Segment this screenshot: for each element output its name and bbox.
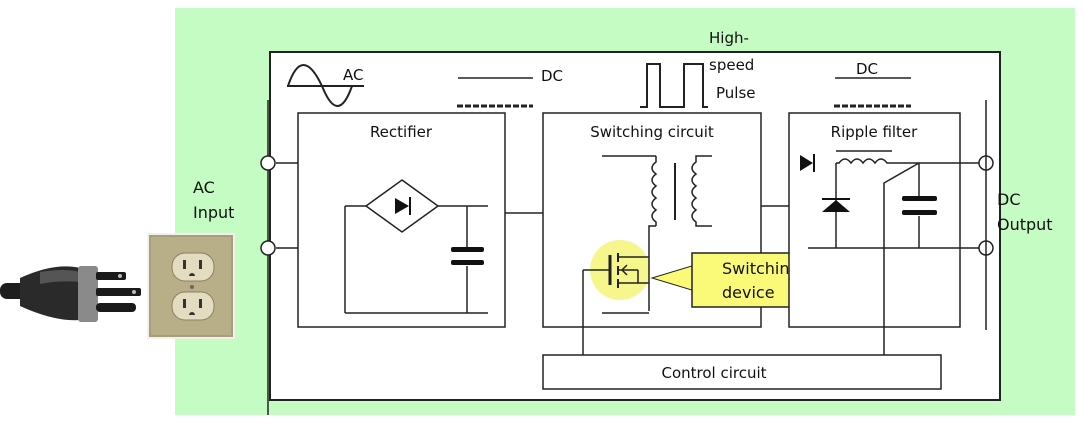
dc-waveform-icon (457, 77, 533, 108)
ac-waveform-icon (287, 64, 364, 107)
filter-capacitor-icon (902, 196, 937, 215)
dc-filtered-waveform-icon (834, 77, 911, 108)
ac-input-terminal-top (260, 155, 276, 171)
filter-diode-series-icon (800, 154, 815, 172)
dc-output-label-line2: Output (997, 215, 1053, 234)
ripple-filter-label: Ripple filter (831, 123, 919, 141)
switching-device-label-line1: Switching (722, 259, 800, 278)
dc-mid-label: DC (541, 67, 563, 85)
switching-circuit-label: Switching circuit (590, 123, 714, 141)
switching-device-label-line2: device (722, 283, 775, 302)
pulse-label-line2: speed (709, 56, 754, 74)
rectifier-circuit (344, 179, 488, 314)
power-plug-photo (0, 266, 141, 322)
ac-input-label-line1: AC (193, 178, 215, 197)
rectifier-capacitor-icon (451, 247, 484, 265)
rectifier-block (297, 112, 506, 328)
wall-outlet-photo (147, 233, 235, 339)
pulse-label-line1: High- (709, 29, 749, 47)
control-circuit-block (542, 354, 942, 390)
ac-input-terminal-bottom (260, 240, 276, 256)
ripple-filter-block (788, 112, 961, 328)
filter-diode-shunt-icon (822, 198, 850, 212)
bridge-diode-icon (395, 197, 411, 215)
control-circuit-label: Control circuit (661, 364, 766, 382)
ac-input-label-line2: Input (193, 203, 234, 222)
mosfet-icon (582, 253, 649, 355)
rectifier-label: Rectifier (370, 123, 433, 141)
pulse-waveform-icon (640, 63, 708, 108)
pulse-label-line3: Pulse (716, 84, 756, 102)
dc-right-label: DC (856, 60, 878, 78)
ac-wave-label: AC (343, 66, 363, 84)
dc-output-label-line1: DC (997, 190, 1021, 209)
